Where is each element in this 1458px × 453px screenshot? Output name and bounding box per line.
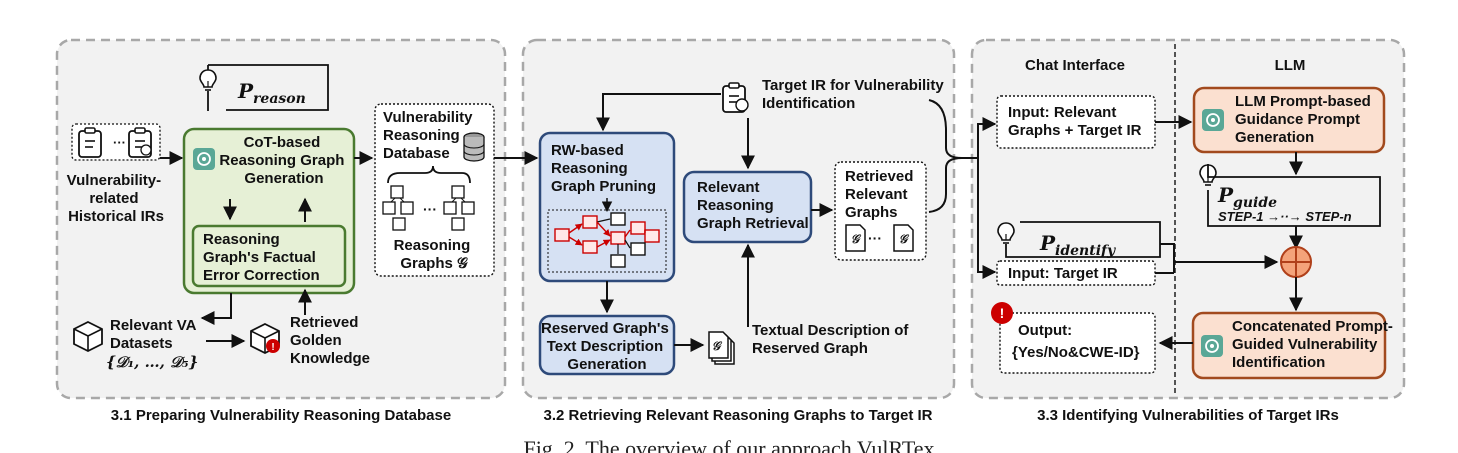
graph-thumbnail-1	[382, 185, 414, 231]
svg-text:𝒢: 𝒢	[712, 339, 723, 353]
p-reason-frame	[208, 64, 329, 111]
graph-retrieval-box	[682, 170, 813, 244]
fec-label: Reasoning Graph's Factual Error Correcti…	[203, 231, 320, 284]
input-target-label: Input: Target IR	[1008, 265, 1118, 282]
pruned-graph	[554, 198, 660, 268]
textual-description-label: Textual Description of Reserved Graph	[752, 322, 913, 357]
dataset-cube-icon	[73, 321, 103, 352]
p-reason-label: Preason	[237, 79, 306, 107]
chatgpt-icon	[192, 147, 216, 171]
chat-interface-title: Chat Interface	[1025, 57, 1125, 74]
input-relevant-graphs-box	[996, 95, 1156, 149]
p-identify-frame	[1005, 221, 1161, 258]
output-box	[999, 312, 1156, 374]
p-guide-label: Pguide	[1217, 183, 1277, 211]
guidance-prompt-generation-box	[1192, 86, 1386, 154]
alert-icon	[991, 302, 1013, 324]
panel-1-caption: 3.1 Preparing Vulnerability Reasoning Da…	[111, 407, 451, 424]
panel-3-caption: 3.3 Identifying Vulnerabilities of Targe…	[1037, 407, 1339, 424]
rw-label: RW-based Reasoning Graph Pruning	[551, 142, 656, 195]
chatgpt-icon-2	[1201, 108, 1225, 132]
svg-text:𝒢: 𝒢	[899, 232, 910, 246]
factual-error-correction-box	[191, 224, 347, 288]
p-identify-label: Pidentify	[1039, 231, 1116, 259]
graph-thumbnail-2	[443, 185, 475, 231]
llm-box2-label: Concatenated Prompt- Guided Vulnerabilit…	[1232, 318, 1397, 371]
brace	[387, 165, 471, 184]
svg-text:!: !	[1000, 305, 1005, 321]
llm-box1-label: LLM Prompt-based Guidance Prompt Generat…	[1235, 93, 1375, 146]
p-guide-frame	[1207, 164, 1381, 227]
steps-label: STEP-1 →··→ STEP-n	[1218, 209, 1352, 224]
historical-irs-label: Vulnerability- related Historical IRs	[67, 172, 166, 225]
concatenate-icon	[1280, 246, 1312, 278]
chatgpt-icon-3	[1200, 334, 1224, 358]
datasets-math: {𝒟₁, …, 𝒟₅}	[106, 353, 198, 371]
database-icon	[463, 132, 485, 162]
golden-knowledge-label: Retrieved Golden Knowledge	[290, 314, 370, 367]
graph-ellipsis: ···	[423, 201, 437, 217]
warning-icon	[266, 339, 280, 353]
svg-text:!: !	[271, 342, 274, 353]
svg-text:𝒢: 𝒢	[851, 232, 862, 246]
output-label: Output: {Yes/No&CWE-ID}	[1012, 322, 1140, 361]
textual-description-doc-icon: 𝒢	[708, 331, 735, 365]
panel-2-caption: 3.2 Retrieving Relevant Reasoning Graphs…	[544, 407, 933, 424]
input-relevant-label: Input: Relevant Graphs + Target IR	[1008, 104, 1142, 139]
ellipsis: ···	[113, 135, 126, 150]
llm-title: LLM	[1275, 57, 1306, 74]
reasoning-graphs-label: Reasoning Graphs 𝒢	[394, 237, 475, 272]
reserved-label: Reserved Graph's Text Description Genera…	[541, 320, 673, 373]
relevant-va-label: Relevant VA Datasets	[110, 317, 200, 352]
retrieved-label: Retrieved Relevant Graphs	[845, 168, 918, 221]
figure-caption: Fig. 2. The overview of our approach Vul…	[523, 436, 934, 453]
target-ir-label: Target IR for Vulnerability Identificati…	[762, 77, 948, 112]
retrieved-ellipsis: ···	[868, 230, 882, 246]
clipboard-icon	[78, 127, 102, 158]
database-label: Vulnerability Reasoning Database	[383, 109, 477, 162]
vulnerability-identification-box	[1191, 311, 1387, 380]
cot-label: CoT-based Reasoning Graph Generation	[219, 134, 348, 187]
retrieval-label: Relevant Reasoning Graph Retrieval	[697, 179, 809, 232]
